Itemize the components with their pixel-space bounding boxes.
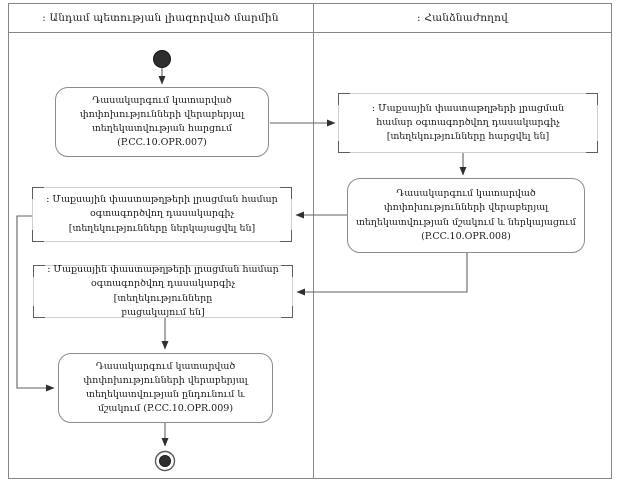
object-node-classifier-submitted-label: : Մաքսային փաստաթղթերի լրացման համար օգտ…	[46, 194, 278, 234]
object-node-classifier-submitted: : Մաքսային փաստաթղթերի լրացման համար օգտ…	[32, 187, 292, 242]
action-node-request-info-label: Դասակարգում կատարված փոփոխությունների վե…	[79, 94, 245, 149]
action-node-receive-and-process: Դասակարգում կատարված փոփոխությունների վե…	[58, 353, 273, 423]
connector-object-submitted-to-action-receive	[16, 215, 55, 392]
action-node-process-and-submit-label: Դասակարգում կատարված փոփոխությունների վե…	[356, 188, 576, 242]
lane-divider	[313, 3, 315, 479]
connector-action-process-to-object-absent	[296, 253, 468, 296]
start-node	[153, 50, 171, 68]
action-node-request-info: Դասակարգում կատարված փոփոխությունների վե…	[55, 87, 269, 157]
lane-header-row: : Անդամ պետության լիազորված մարմին : Հան…	[8, 3, 612, 33]
action-node-receive-and-process-label: Դասակարգում կատարված փոփոխությունների վե…	[83, 360, 248, 415]
lane-header-commission: : Հանձնաժողով	[417, 11, 508, 24]
action-node-process-and-submit: Դասակարգում կատարված փոփոխությունների վե…	[347, 178, 585, 253]
end-node	[154, 450, 176, 472]
object-node-classifier-absent-label: : Մաքսային փաստաթղթերի լրացման համար օգտ…	[47, 264, 279, 318]
lane-header-member-state: : Անդամ պետության լիազորված մարմին	[42, 11, 279, 24]
object-node-classifier-requested-label: : Մաքսային փաստաթղթերի լրացման համար օգտ…	[371, 102, 565, 143]
object-node-classifier-requested: : Մաքսային փաստաթղթերի լրացման համար օգտ…	[338, 93, 598, 153]
object-node-classifier-absent: : Մաքսային փաստաթղթերի լրացման համար օգտ…	[33, 264, 293, 318]
